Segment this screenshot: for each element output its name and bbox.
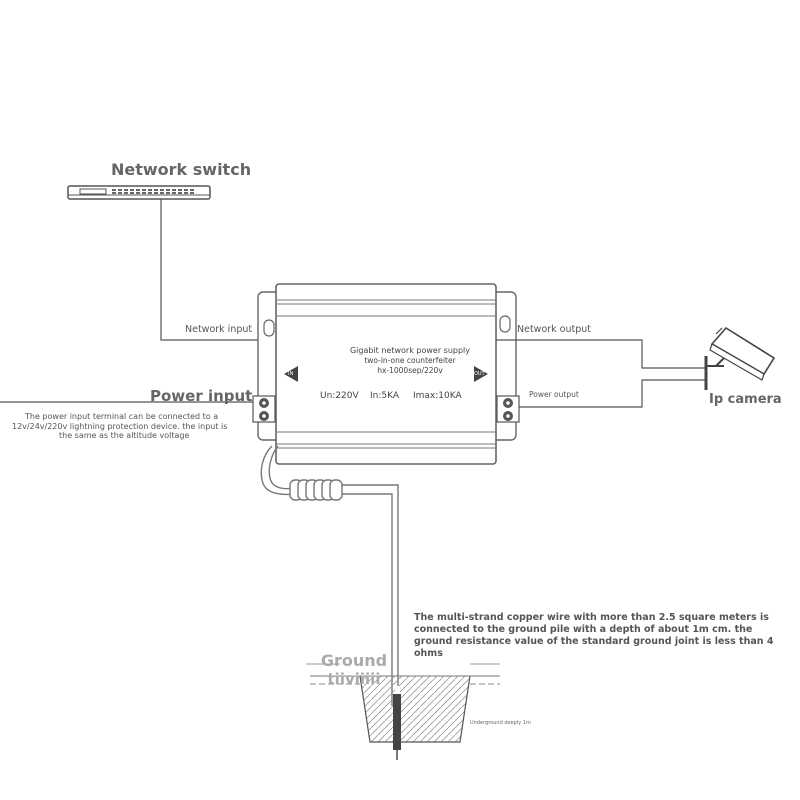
underground-depth-label: Underground deeply 1m xyxy=(470,720,531,726)
in-arrow-icon xyxy=(284,366,298,382)
power-output-cable xyxy=(519,379,706,408)
ground-cable xyxy=(260,445,399,706)
ground-note-line-4: ohms xyxy=(414,648,443,659)
power-output-label: Power output xyxy=(529,390,579,399)
ip-camera-label: Ip camera xyxy=(709,392,782,407)
network-output-cable xyxy=(496,339,706,369)
ground-label-2: tiiviiiii xyxy=(327,670,381,688)
power-input-note-line-3: the same as the altitude voltage xyxy=(59,431,190,440)
device-spec-in: In:5KA xyxy=(370,391,400,401)
network-input-cable xyxy=(160,199,285,341)
power-input-label: Power input xyxy=(150,387,253,405)
ip-camera-icon xyxy=(704,326,776,390)
device-spec-imax: Imax:10KA xyxy=(413,391,462,401)
ground-note-line-2: connected to the ground pile with a dept… xyxy=(414,624,753,635)
power-input-note-line-1: The power input terminal can be connecte… xyxy=(25,412,219,421)
device-model: hx-1000sep/220v xyxy=(377,366,443,375)
power-output-terminal-icon xyxy=(496,395,520,423)
surge-protector-device xyxy=(275,283,497,465)
network-switch-label: Network switch xyxy=(111,160,252,179)
network-switch-icon xyxy=(67,185,211,200)
ground-label: Ground xyxy=(320,651,388,670)
power-input-terminal-icon xyxy=(252,395,276,423)
ground-note-line-1: The multi-strand copper wire with more t… xyxy=(414,612,769,623)
ground-note: The multi-strand copper wire with more t… xyxy=(414,612,773,660)
power-input-note: The power input terminal can be connecte… xyxy=(12,412,227,441)
device-title: Gigabit network power supply xyxy=(349,346,471,355)
ground-note-line-3: ground resistance value of the standard … xyxy=(414,636,774,647)
ground-rod-icon xyxy=(393,694,401,750)
out-arrow-icon xyxy=(474,366,488,382)
device-subtitle: two-in-one counterfeiter xyxy=(364,356,456,365)
network-output-label: Network output xyxy=(517,324,592,335)
out-arrow-text: OUT xyxy=(474,371,485,377)
network-input-label: Network input xyxy=(185,324,253,335)
power-input-note-line-2: 12v/24v/220v lightning protection device… xyxy=(12,421,228,431)
device-spec-un: Un:220V xyxy=(320,391,359,401)
in-arrow-text: IN xyxy=(288,371,294,377)
